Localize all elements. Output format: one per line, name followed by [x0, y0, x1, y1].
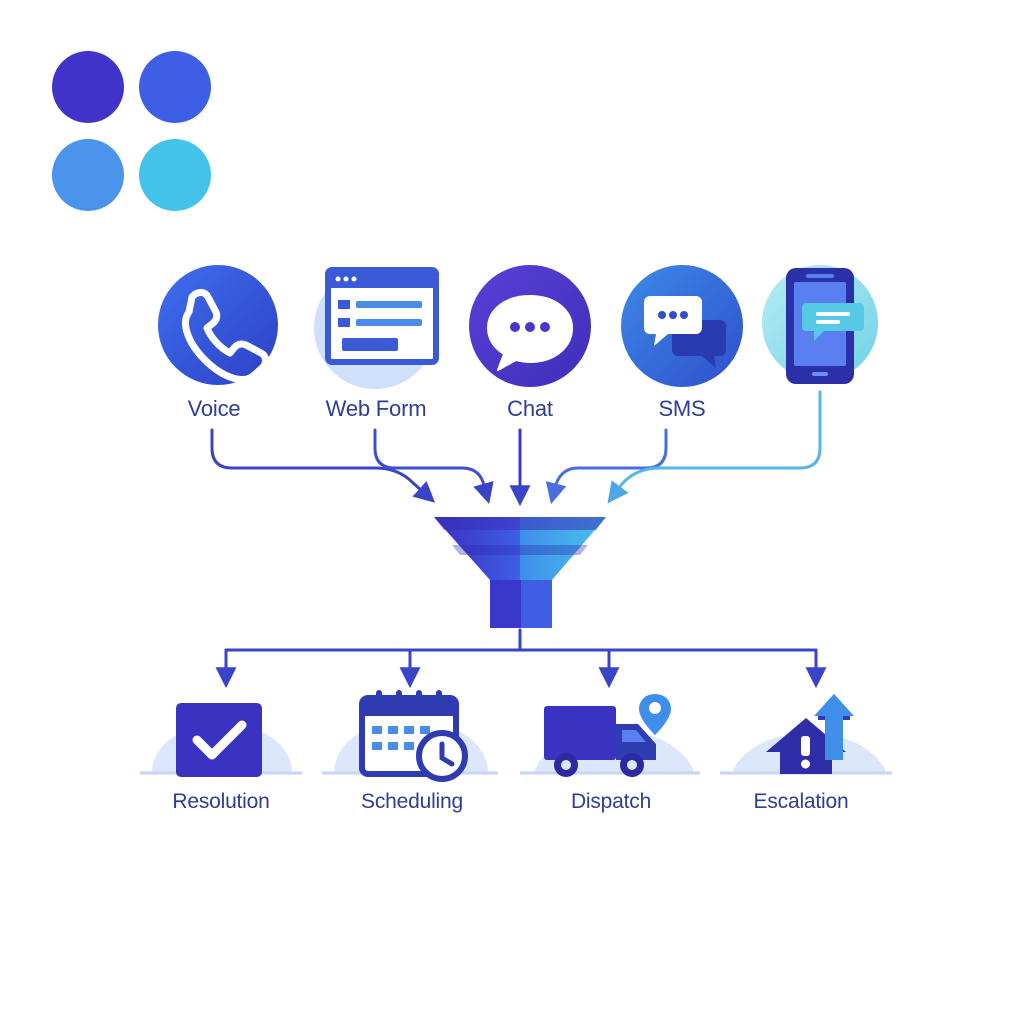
- output-label-scheduling: Scheduling: [361, 790, 463, 813]
- arrow-web-form: [373, 428, 494, 505]
- escalation-arrows-icon: [720, 694, 892, 775]
- outgoing-arrows: [215, 628, 827, 689]
- output-label-resolution: Resolution: [172, 790, 270, 813]
- web-form-icon: [314, 267, 439, 389]
- input-label-chat: Chat: [507, 396, 553, 421]
- input-label-voice: Voice: [187, 396, 241, 421]
- calendar-clock-icon: [322, 690, 498, 782]
- output-label-escalation: Escalation: [753, 790, 849, 813]
- logo-dot-3: [52, 139, 124, 211]
- incoming-arrows: [210, 390, 822, 507]
- mobile-message-icon: [762, 265, 878, 384]
- input-label-web-form: Web Form: [325, 396, 427, 421]
- output-label-dispatch: Dispatch: [570, 790, 652, 813]
- arrow-sms: [545, 428, 668, 505]
- checkbox-icon: [140, 703, 302, 777]
- sms-icon: [621, 265, 743, 387]
- chat-bubble-icon: [469, 265, 591, 387]
- arrow-voice: [210, 428, 436, 503]
- logo-dots: [52, 51, 211, 211]
- arrow-mobile: [607, 390, 822, 504]
- logo-dot-2: [139, 51, 211, 123]
- logo-dot-1: [52, 51, 124, 123]
- logo-dot-4: [139, 139, 211, 211]
- input-label-sms: SMS: [658, 396, 706, 421]
- phone-icon: [158, 265, 278, 385]
- truck-location-icon: [520, 694, 700, 777]
- funnel-icon: [434, 517, 606, 628]
